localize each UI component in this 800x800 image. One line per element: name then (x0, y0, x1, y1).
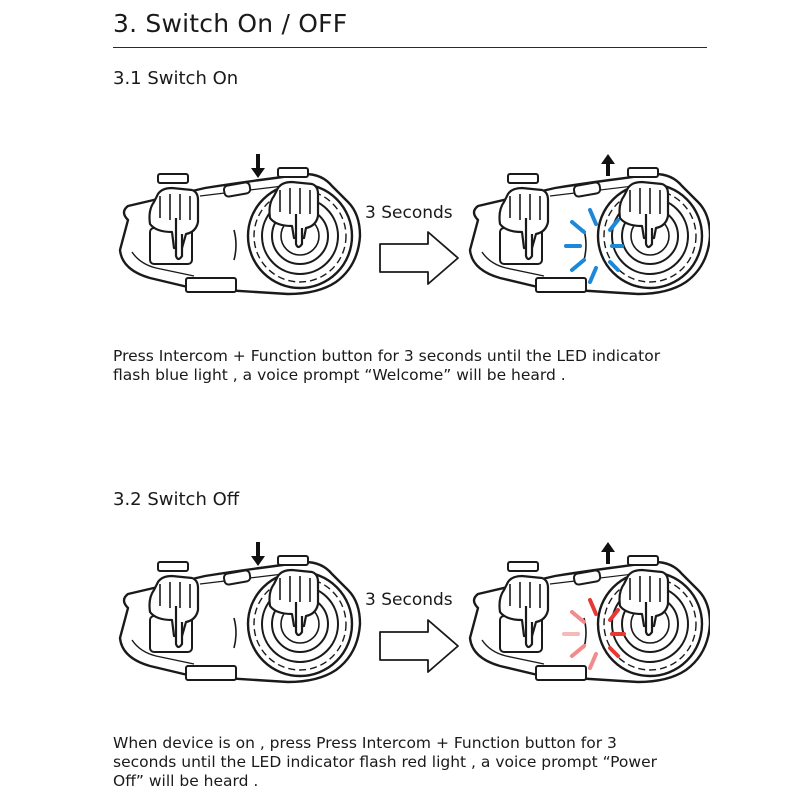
switch-on-description-line: Press Intercom + Function button for 3 s… (113, 347, 661, 365)
title-divider (113, 47, 707, 48)
switch-on-description-line: flash blue light , a voice prompt “Welco… (113, 366, 566, 384)
switch-off-illustration: 3 Seconds (110, 528, 710, 698)
switch-off-description: When device is on , press Press Intercom… (113, 734, 657, 791)
switch-off-description-line: seconds until the LED indicator flash re… (113, 753, 657, 771)
switch-off-diagram (118, 542, 710, 684)
led-blue-flash-icon (564, 208, 624, 284)
switch-off-description-line: When device is on , press Press Intercom… (113, 734, 617, 752)
switch-on-description: Press Intercom + Function button for 3 s… (113, 347, 660, 385)
headset-led-on (468, 166, 710, 296)
headset-pressed (118, 554, 362, 684)
switch-off-heading: 3.2 Switch Off (113, 489, 240, 510)
switch-off-duration-label: 3 Seconds (365, 590, 453, 610)
down-arrow-icon (251, 154, 265, 178)
led-red-flash-icon (562, 598, 626, 670)
right-arrow-icon (379, 619, 459, 673)
switch-on-duration-label: 3 Seconds (365, 203, 453, 223)
section-title: 3. Switch On / OFF (113, 9, 348, 38)
down-arrow-icon (251, 542, 265, 566)
up-arrow-icon (601, 154, 615, 176)
switch-on-heading: 3.1 Switch On (113, 68, 239, 89)
switch-on-diagram (118, 154, 710, 296)
right-arrow-icon (379, 231, 459, 285)
headset-pressed (118, 166, 362, 296)
switch-on-illustration: 3 Seconds (110, 140, 710, 310)
switch-off-description-line: Off” will be heard . (113, 772, 259, 790)
up-arrow-icon (601, 542, 615, 564)
